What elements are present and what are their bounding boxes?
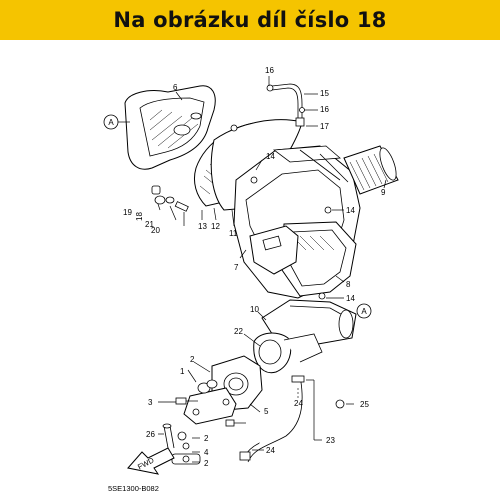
leader-lines xyxy=(157,76,387,463)
small-pipe-part xyxy=(162,423,175,449)
part-number-23: 23 xyxy=(326,436,335,445)
part-number-14-mid: 14 xyxy=(346,206,355,215)
diagram-code: 5SE1300-B082 xyxy=(108,484,159,493)
intake-manifold-part xyxy=(183,355,263,425)
part-number-1: 1 xyxy=(180,367,185,376)
part-number-25: 25 xyxy=(360,400,369,409)
intake-cover-part xyxy=(124,85,216,170)
reference-marker-a-lower: A xyxy=(356,303,372,319)
part-number-26: 26 xyxy=(146,430,155,439)
part-number-16: 16 xyxy=(320,105,329,114)
part-number-10: 10 xyxy=(250,305,259,314)
part-number-3: 3 xyxy=(148,398,153,407)
part-number-21: 21 xyxy=(145,220,154,229)
air-box-bracket-part xyxy=(249,225,299,275)
part-number-9: 9 xyxy=(381,188,386,197)
intake-duct-part xyxy=(343,145,399,195)
part-number-16-top: 16 xyxy=(265,66,274,75)
part-number-2-mid: 2 xyxy=(204,434,209,443)
part-number-19: 19 xyxy=(123,208,132,217)
part-number-17: 17 xyxy=(320,122,329,131)
part-number-18: 18 xyxy=(135,212,144,221)
part-number-11: 11 xyxy=(229,229,238,238)
part-number-labels: 6 16 15 16 17 14 9 14 19 18 21 20 13 12 … xyxy=(123,66,386,468)
svg-text:A: A xyxy=(361,307,367,316)
part-number-5: 5 xyxy=(264,407,269,416)
mounting-bolts-lower xyxy=(171,397,246,465)
breather-hose-part xyxy=(266,83,305,127)
part-number-7: 7 xyxy=(234,263,239,272)
forward-direction-arrow: FWD xyxy=(127,447,175,475)
part-number-8: 8 xyxy=(346,280,351,289)
part-number-15: 15 xyxy=(320,89,329,98)
part-number-20: 20 xyxy=(151,226,160,235)
svg-text:A: A xyxy=(108,118,114,127)
part-number-2-low: 2 xyxy=(204,459,209,468)
part-number-12: 12 xyxy=(211,222,220,231)
part-number-6: 6 xyxy=(173,83,178,92)
fastener-set-left xyxy=(151,124,332,300)
part-number-24-low: 24 xyxy=(266,446,275,455)
part-number-4: 4 xyxy=(204,448,209,457)
part-number-14-top: 14 xyxy=(266,152,275,161)
title-banner: Na obrázku díl číslo 18 xyxy=(0,0,500,40)
part-number-24-top: 24 xyxy=(294,399,303,408)
intake-joint-part xyxy=(253,299,357,374)
reference-marker-a-upper: A xyxy=(103,114,130,130)
part-number-13: 13 xyxy=(198,222,207,231)
banner-title: Na obrázku díl číslo 18 xyxy=(113,8,387,32)
part-number-2-top: 2 xyxy=(190,355,195,364)
part-number-14-low: 14 xyxy=(346,294,355,303)
drain-hose-part xyxy=(239,375,345,463)
part-number-22: 22 xyxy=(234,327,243,336)
